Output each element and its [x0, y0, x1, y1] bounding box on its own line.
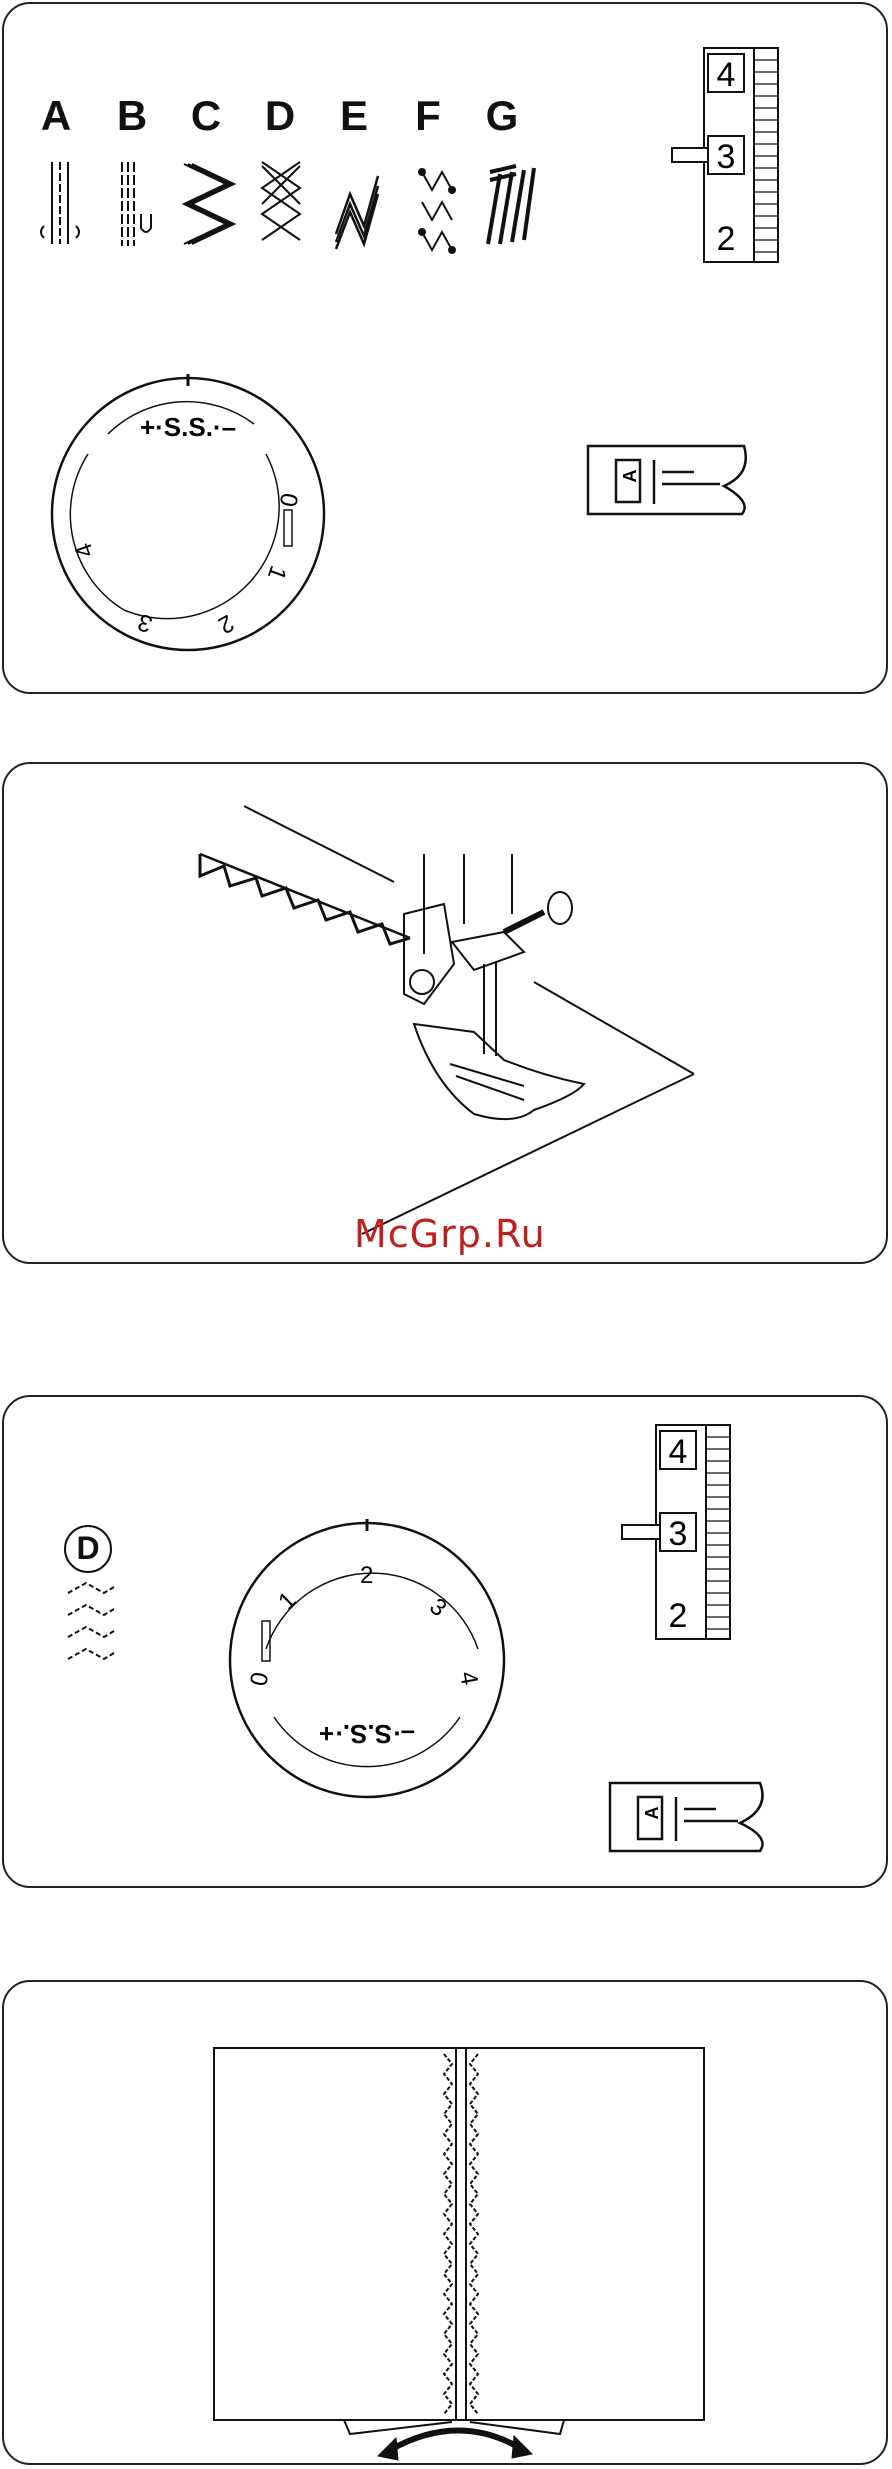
stitch-panel-graphics: 4 3 2 +·S.S.·– 0 1 2 3 4 A [4, 4, 890, 696]
dial-number-1: 1 [262, 562, 292, 584]
length-mark-4: 4 [669, 1433, 688, 1471]
dial-ss-label: +·S.S.·– [140, 412, 236, 442]
stitch-d-settings-panel: D 0 1 2 3 4 –·S.S.·+ [2, 1395, 888, 1888]
fabric-joining-panel [2, 1980, 888, 2465]
sewing-illustration-panel: McGrp.Ru [2, 762, 888, 1264]
zigzag-stitch-icon [184, 164, 234, 244]
stretch-stitch-icon [488, 166, 534, 244]
stitch-d-graphics: 0 1 2 3 4 –·S.S.·+ 4 3 [4, 1397, 890, 1890]
length-mark-4: 4 [717, 56, 736, 94]
foot-letter-a: A [642, 1807, 662, 1820]
dial-number-4: 4 [454, 1669, 483, 1687]
cross-stitch-icon [262, 162, 300, 240]
dial-number-0: 0 [245, 1670, 274, 1688]
dial-ss-label: –·S.S.·+ [319, 1719, 415, 1749]
multi-zigzag-pattern-icon [68, 1583, 114, 1659]
triple-stitch-icon [122, 162, 151, 246]
presser-foot-a-icon [588, 446, 746, 514]
fabric-joining-illustration [4, 1982, 890, 2467]
stitch-selection-panel: A B C D E F G [2, 2, 888, 694]
overcast-stitch-icon [336, 176, 378, 249]
watermark-text: McGrp.Ru [354, 1212, 546, 1256]
straight-stitch-icon [41, 162, 79, 244]
dial-number-0: 0 [274, 491, 303, 509]
double-arrow-icon [378, 2430, 532, 2460]
length-mark-3: 3 [717, 138, 736, 176]
dial-number-3: 3 [424, 1593, 452, 1622]
dial-number-2: 2 [213, 609, 238, 639]
dial-number-3: 3 [134, 608, 156, 638]
stitch-width-dial-icon [230, 1519, 504, 1797]
length-mark-2: 2 [669, 1597, 688, 1635]
foot-letter-a: A [620, 470, 640, 483]
dial-number-2: 2 [360, 1562, 373, 1589]
sewing-foot-illustration [4, 764, 890, 1266]
multi-zigzag-stitch-icon [419, 169, 455, 253]
length-mark-3: 3 [669, 1515, 688, 1553]
length-mark-2: 2 [717, 220, 736, 258]
presser-foot-a-icon [610, 1783, 763, 1851]
